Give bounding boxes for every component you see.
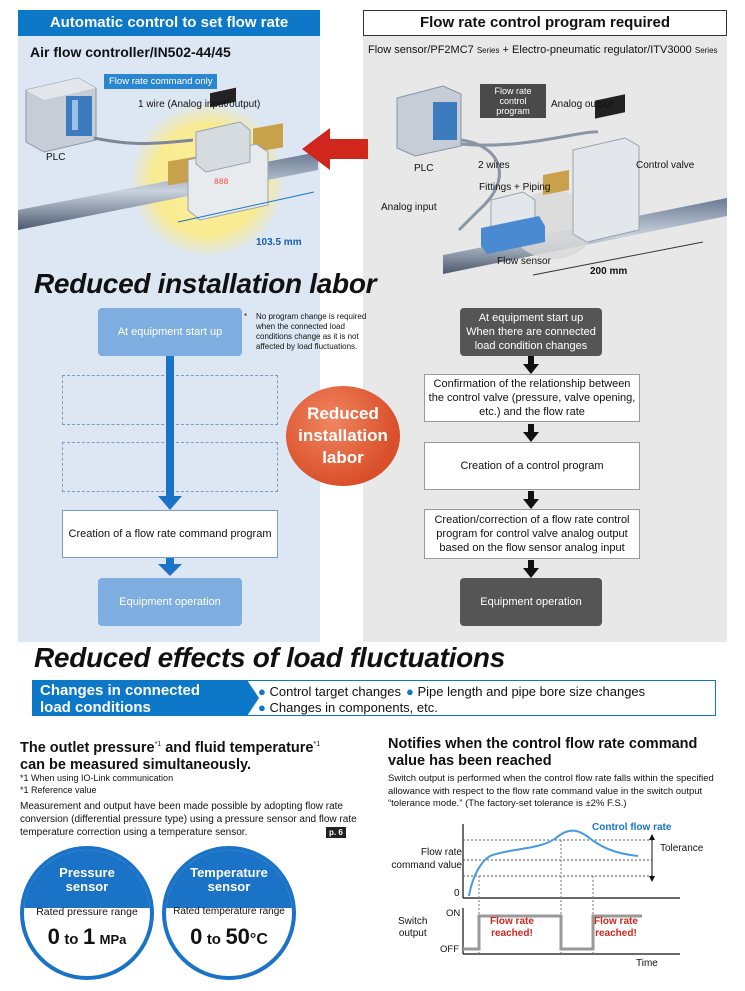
two-wires-label: 2 wires [478, 160, 510, 171]
flow-controller: 888 [168, 87, 283, 221]
flow-sensor-label: Flow sensor [497, 256, 551, 267]
page-reference[interactable]: p. 6 [326, 827, 346, 838]
reduced-labor-badge: Reduced installation labor [286, 386, 400, 486]
temperature-range-label: Rated temperature range [173, 906, 285, 917]
off-label: OFF [440, 944, 459, 955]
svg-text:888: 888 [214, 178, 229, 187]
temperature-range-value: 0 to 50°C [190, 924, 268, 949]
right-plc-label: PLC [414, 163, 434, 174]
footnote-2: *1 Reference value [20, 785, 97, 795]
change-item-2: ● Pipe length and pipe bore size changes [406, 684, 646, 699]
control-valve-label: Control valve [636, 160, 695, 171]
pressure-range-label: Rated pressure range [36, 906, 138, 918]
right-subtitle: Flow sensor/PF2MC7 Series + Electro-pneu… [368, 44, 718, 56]
tolerance-chart [462, 824, 680, 955]
right-cable-2 [460, 130, 599, 147]
switch-output-label: Switch output [398, 916, 428, 939]
dimension-line [177, 191, 315, 223]
pressure-sensor-caption: Pressure sensor [24, 850, 150, 908]
notify-body: Switch output is performed when the cont… [388, 773, 714, 809]
control-valve [572, 94, 640, 243]
left-header: Automatic control to set flow rate [18, 10, 320, 36]
on-label: ON [446, 908, 461, 919]
analog-input-label: Analog input [381, 202, 437, 213]
install-heading: Reduced installation labor [34, 268, 377, 299]
right-plc-unit [396, 85, 462, 157]
wire-label: 1 wire (Analog input/output) [138, 99, 261, 110]
right-correct-box: Creation/correction of a flow rate contr… [424, 509, 640, 559]
control-program-tag: Flow rate control program [480, 84, 546, 118]
analog-output-label: Analog output [551, 99, 613, 110]
flow-sensor [481, 191, 545, 254]
plc-unit [25, 77, 97, 153]
left-subtitle: Air flow controller/IN502-44/45 [30, 44, 231, 60]
left-arrow-head-2 [158, 564, 182, 576]
change-item-3: ● Changes in components, etc. [258, 700, 438, 715]
command-value-label: Flow rate command value [391, 847, 462, 871]
left-flow-line [166, 356, 174, 500]
right-arrow-1 [523, 356, 539, 374]
outlet-body: Measurement and output have been made po… [20, 801, 357, 838]
changes-label-pointer [247, 680, 259, 716]
changes-label: Changes in connected load conditions [32, 680, 248, 716]
zero-label: 0 [454, 888, 460, 899]
left-plc-label: PLC [46, 152, 66, 163]
left-operation-box: Equipment operation [98, 578, 242, 626]
reached-label-2: Flow rate reached! [594, 916, 638, 939]
right-create-box: Creation of a control program [424, 442, 640, 490]
right-start-box: At equipment start up When there are con… [460, 308, 602, 356]
reached-label-1: Flow rate reached! [490, 916, 534, 939]
left-illustration: 888 103.5 mm [18, 77, 318, 258]
time-label: Time [636, 958, 658, 969]
pressure-sensor-circle: Pressure sensor Rated pressure range 0 t… [20, 846, 154, 980]
footnote-1: *1 When using IO-Link communication [20, 773, 174, 783]
temperature-sensor-caption: Temperature sensor [166, 850, 292, 908]
right-arrow-4 [523, 560, 539, 578]
control-flow-curve [468, 829, 639, 897]
fittings-label: Fittings + Piping [479, 182, 551, 193]
change-item-1: ● Control target changes [258, 684, 402, 699]
temperature-sensor-circle: Temperature sensor Rated temperature ran… [162, 846, 296, 980]
left-flow-line-2 [166, 558, 174, 566]
right-operation-box: Equipment operation [460, 578, 602, 626]
left-start-box: At equipment start up [98, 308, 242, 356]
right-header: Flow rate control program required [363, 10, 727, 36]
left-dimension: 103.5 mm [256, 237, 302, 248]
control-flow-label: Control flow rate [592, 822, 672, 833]
right-arrow-3 [523, 491, 539, 509]
fluct-heading: Reduced effects of load fluctuations [34, 642, 505, 673]
right-confirm-box: Confirmation of the relationship between… [424, 374, 640, 422]
notify-heading: Notifies when the control flow rate comm… [388, 736, 698, 769]
command-only-tag: Flow rate command only [104, 74, 218, 89]
left-note: * No program change is required when the… [244, 312, 367, 351]
outlet-heading: The outlet pressure*1 and fluid temperat… [20, 739, 321, 773]
comparison-arrow [302, 128, 368, 170]
right-dimension: 200 mm [590, 266, 628, 277]
tolerance-label: Tolerance [660, 843, 704, 854]
cable [93, 136, 194, 145]
right-arrow-2 [523, 424, 539, 442]
right-illustration [396, 85, 727, 276]
pressure-range-value: 0 to 1 MPa [47, 924, 127, 949]
switch-output-trace [463, 914, 642, 951]
left-creation-box: Creation of a flow rate command program [62, 510, 278, 558]
left-arrow-head-1 [158, 496, 182, 510]
